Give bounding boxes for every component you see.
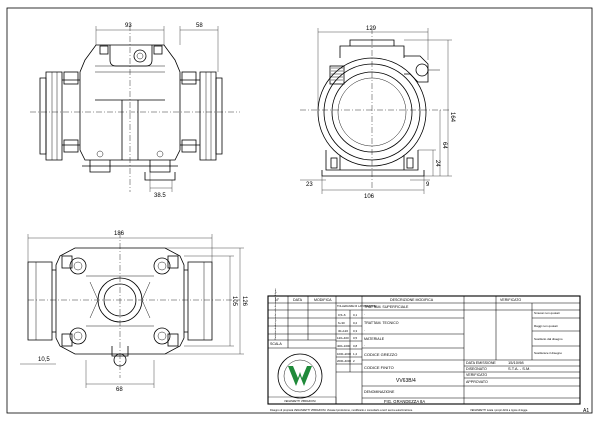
dim-164: 164 — [449, 112, 455, 123]
tb-footer-right: VENANZETTI tutela i propri diritti a rig… — [470, 408, 528, 412]
dim-186: 186 — [114, 231, 125, 237]
tb-note-replaced-by: Sostituito dal disegno — [534, 337, 563, 341]
front-view — [30, 25, 240, 192]
tb-dash-3: . — [364, 342, 365, 347]
dim-105: 105 — [231, 296, 237, 307]
tb-treatment-technical: TRATTAM. TECNICO — [364, 321, 399, 325]
sheet-border — [6, 7, 593, 414]
tb-finished-code-value: VV63B/4 — [396, 378, 416, 384]
dim-10-5: 10,5 — [38, 357, 50, 363]
tb-company: VENANZETTI VIBRAZIONI — [284, 399, 316, 403]
dim-93: 93 — [125, 23, 132, 29]
dim-126: 126 — [241, 296, 247, 307]
tb-dash-2: . — [364, 327, 365, 332]
tb-header-date: DATA — [293, 298, 303, 302]
tb-tol-range-6: 1000÷2000 — [337, 352, 351, 356]
side-view — [300, 28, 452, 194]
tb-tol-value-3: 0,3 — [353, 329, 358, 333]
tb-tol-value-5: 0,8 — [353, 344, 358, 348]
tb-note-radii: Raggi non quotati — [534, 324, 558, 328]
tb-verified-label: VERIFICATO — [466, 373, 487, 377]
tb-note-replaces: Sostituisce il disegno — [534, 351, 562, 355]
tb-tol-range-4: 120÷400 — [337, 336, 349, 340]
tb-denomination-label: DENOMINAZIONE — [364, 390, 395, 394]
dim-68: 68 — [116, 387, 123, 393]
dim-64: 64 — [441, 142, 447, 149]
tb-tol-value-1: 0,1 — [353, 313, 358, 317]
tb-emission-date: 15/10/98 — [508, 360, 524, 365]
tb-material: MATERIALE — [364, 337, 385, 341]
tb-header-description: DESCRIZIONE MODIFICA — [390, 298, 434, 302]
tb-raw-code: CODICE GREZZO — [364, 352, 397, 357]
dim-129: 129 — [366, 26, 377, 32]
tb-emission-date-label: DATA EMISSIONE — [466, 361, 496, 365]
tb-drawn-label: DISEGNATO — [466, 367, 487, 371]
tb-scale-label: SCALA — [270, 342, 282, 346]
tb-tol-value-7: 2 — [353, 359, 355, 363]
tb-tol-range-3: 30÷120 — [338, 329, 348, 333]
tb-header-no: N° — [275, 298, 280, 302]
company-logo — [288, 366, 312, 386]
tb-sheet-format: A1 — [583, 408, 589, 414]
tb-note-chamfers: Smussi non quotati — [534, 311, 560, 315]
tb-approved-label: APPROVATO — [466, 380, 488, 384]
tb-mirror-note: Particolari ribaltati speculari nelle di… — [274, 288, 277, 340]
tb-footer-left: Disegno di proprietà VENANZETTI VIBRAZIO… — [270, 408, 413, 412]
dim-23: 23 — [306, 182, 313, 188]
tb-drawn-value: S.T.A. - S.M. — [508, 366, 530, 371]
tb-header-verified: VERIFICATO — [500, 298, 521, 302]
plan-view — [20, 232, 244, 388]
tb-dash-1: . — [364, 311, 365, 316]
tb-tol-value-4: 0,5 — [353, 336, 358, 340]
tb-finished-code: CODICE FINITO — [364, 365, 394, 370]
tb-tol-range-1: 0,5÷6 — [338, 313, 346, 317]
tb-header-modifica: MODIFICA — [314, 298, 332, 302]
dim-9: 9 — [426, 182, 430, 188]
dim-58: 58 — [196, 23, 203, 29]
dim-38-5: 38.5 — [154, 193, 166, 199]
tb-treatment-surface: TRATTAM. SUPERFICIALE — [364, 305, 409, 309]
tb-tol-value-6: 1,2 — [353, 352, 358, 356]
tb-denomination-value: FIG. GRANDEZZA 8A — [384, 399, 425, 404]
tb-tol-range-7: 2000÷4000 — [337, 359, 351, 363]
tb-tol-range-2: 6÷30 — [338, 321, 345, 325]
dim-24: 24 — [434, 160, 440, 167]
title-block — [267, 295, 581, 405]
tb-tolerance-header: TOLLERANZE DI LAVORAZIONE — [337, 304, 377, 308]
tb-tol-value-2: 0,2 — [353, 321, 358, 325]
tb-tol-range-5: 400÷1000 — [337, 344, 351, 348]
dim-106: 106 — [364, 194, 375, 200]
